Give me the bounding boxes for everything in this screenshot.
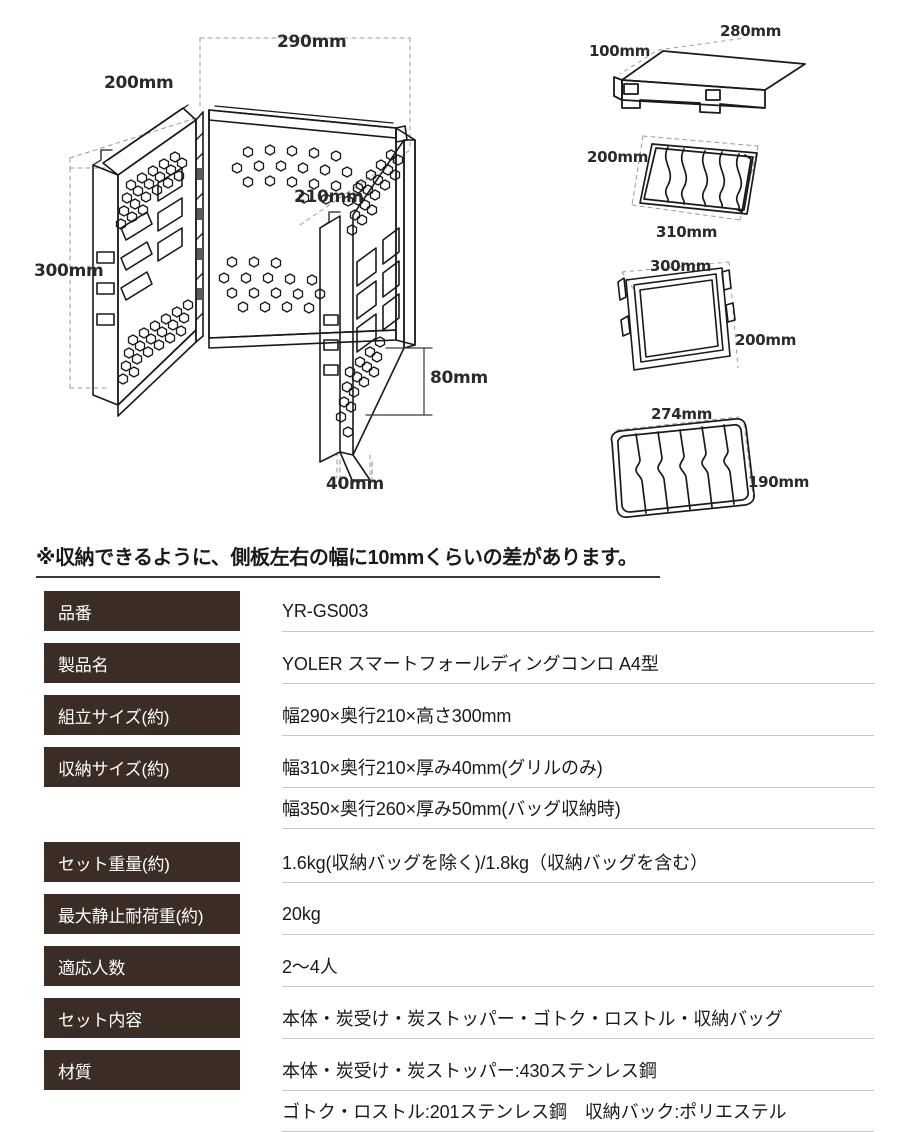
table-row: 適応人数 2～4人 xyxy=(44,946,874,987)
dim-label-stopper-depth: 200mm xyxy=(587,148,649,166)
spec-label-model-number: 品番 xyxy=(44,591,240,631)
table-row: 材質 本体・炭受け・炭ストッパー:430ステンレス鋼 ゴトク・ロストル:201ス… xyxy=(44,1050,874,1132)
part-gotoku-trivet xyxy=(617,261,739,371)
dim-label-grate-depth: 190mm xyxy=(748,473,810,491)
dim-label-main-inner: 210mm xyxy=(294,187,364,207)
row-gap xyxy=(44,632,874,643)
spec-label-assembled-size: 組立サイズ(約) xyxy=(44,695,240,735)
spec-value: YR-GS003 xyxy=(282,591,874,632)
spec-label-set-weight: セット重量(約) xyxy=(44,842,240,882)
table-row: セット内容 本体・炭受け・炭ストッパー・ゴトク・ロストル・収納バッグ xyxy=(44,998,874,1039)
spec-values: 本体・炭受け・炭ストッパー・ゴトク・ロストル・収納バッグ xyxy=(240,998,874,1039)
left-side-panel xyxy=(92,104,197,417)
dim-label-main-base: 40mm xyxy=(326,474,384,494)
row-gap xyxy=(44,736,874,747)
spec-label-max-load: 最大静止耐荷重(約) xyxy=(44,894,240,934)
spec-values: 20kg xyxy=(240,894,874,935)
dim-label-trivet-depth: 200mm xyxy=(735,331,797,349)
spec-label-set-contents: セット内容 xyxy=(44,998,240,1038)
table-row: 品番 YR-GS003 xyxy=(44,591,874,632)
center-hinge xyxy=(195,109,210,343)
dim-label-tray-width: 280mm xyxy=(720,22,782,40)
part-rostle-grate xyxy=(610,416,755,519)
product-diagram-area: 290mm 200mm 300mm 210mm 80mm 40mm 280mm … xyxy=(0,0,920,520)
spec-value: 本体・炭受け・炭ストッパー:430ステンレス鋼 xyxy=(282,1050,874,1091)
dim-label-stopper-width: 310mm xyxy=(656,223,718,241)
spec-value: YOLER スマートフォールディングコンロ A4型 xyxy=(282,643,874,684)
spec-values: YOLER スマートフォールディングコンロ A4型 xyxy=(240,643,874,684)
dim-label-grate-width: 274mm xyxy=(651,405,713,423)
table-row: 最大静止耐荷重(約) 20kg xyxy=(44,894,874,935)
spec-values: 1.6kg(収納バッグを除く)/1.8kg（収納バッグを含む） xyxy=(240,842,874,883)
dim-label-main-height: 300mm xyxy=(34,261,104,281)
spec-label-folded-size: 収納サイズ(約) xyxy=(44,747,240,787)
spec-label-material: 材質 xyxy=(44,1050,240,1090)
row-gap xyxy=(44,684,874,695)
spec-label-capacity: 適応人数 xyxy=(44,946,240,986)
dim-label-tray-depth: 100mm xyxy=(589,42,651,60)
spec-value: 本体・炭受け・炭ストッパー・ゴトク・ロストル・収納バッグ xyxy=(282,998,874,1039)
spec-values: 幅310×奥行210×厚み40mm(グリルのみ) 幅350×奥行260×厚み50… xyxy=(240,747,874,829)
spec-value: 幅350×奥行260×厚み50mm(バッグ収納時) xyxy=(282,788,874,829)
row-gap xyxy=(44,829,874,842)
row-gap xyxy=(44,1039,874,1050)
diagram-svg xyxy=(69,37,806,519)
specification-table: 品番 YR-GS003 製品名 YOLER スマートフォールディングコンロ A4… xyxy=(44,591,874,1132)
spec-value: 2～4人 xyxy=(282,946,874,987)
spec-values: 本体・炭受け・炭ストッパー:430ステンレス鋼 ゴトク・ロストル:201ステンレ… xyxy=(240,1050,874,1132)
spec-values: YR-GS003 xyxy=(240,591,874,632)
spec-values: 幅290×奥行210×高さ300mm xyxy=(240,695,874,736)
spec-value: ゴトク・ロストル:201ステンレス鋼 収納バック:ポリエステル xyxy=(282,1091,874,1132)
spec-value: 1.6kg(収納バッグを除く)/1.8kg（収納バッグを含む） xyxy=(282,842,874,883)
part-charcoal-tray xyxy=(613,37,806,114)
table-row: セット重量(約) 1.6kg(収納バッグを除く)/1.8kg（収納バッグを含む） xyxy=(44,842,874,883)
row-gap xyxy=(44,987,874,998)
storage-note: ※収納できるように、側板左右の幅に10mmくらいの差があります。 xyxy=(36,541,660,578)
table-row: 収納サイズ(約) 幅310×奥行210×厚み40mm(グリルのみ) 幅350×奥… xyxy=(44,747,874,829)
row-gap xyxy=(44,883,874,894)
main-assembly-drawing xyxy=(69,37,433,485)
dim-label-main-leg: 80mm xyxy=(430,368,488,388)
spec-value: 20kg xyxy=(282,894,874,935)
spec-value: 幅310×奥行210×厚み40mm(グリルのみ) xyxy=(282,747,874,788)
spec-value: 幅290×奥行210×高さ300mm xyxy=(282,695,874,736)
part-charcoal-stopper xyxy=(631,135,759,221)
spec-values: 2～4人 xyxy=(240,946,874,987)
row-gap xyxy=(44,935,874,946)
table-row: 製品名 YOLER スマートフォールディングコンロ A4型 xyxy=(44,643,874,684)
dim-label-main-width: 290mm xyxy=(277,32,347,52)
dim-label-trivet-width: 300mm xyxy=(650,257,712,275)
spec-label-product-name: 製品名 xyxy=(44,643,240,683)
table-row: 組立サイズ(約) 幅290×奥行210×高さ300mm xyxy=(44,695,874,736)
dim-label-main-depth: 200mm xyxy=(104,73,174,93)
